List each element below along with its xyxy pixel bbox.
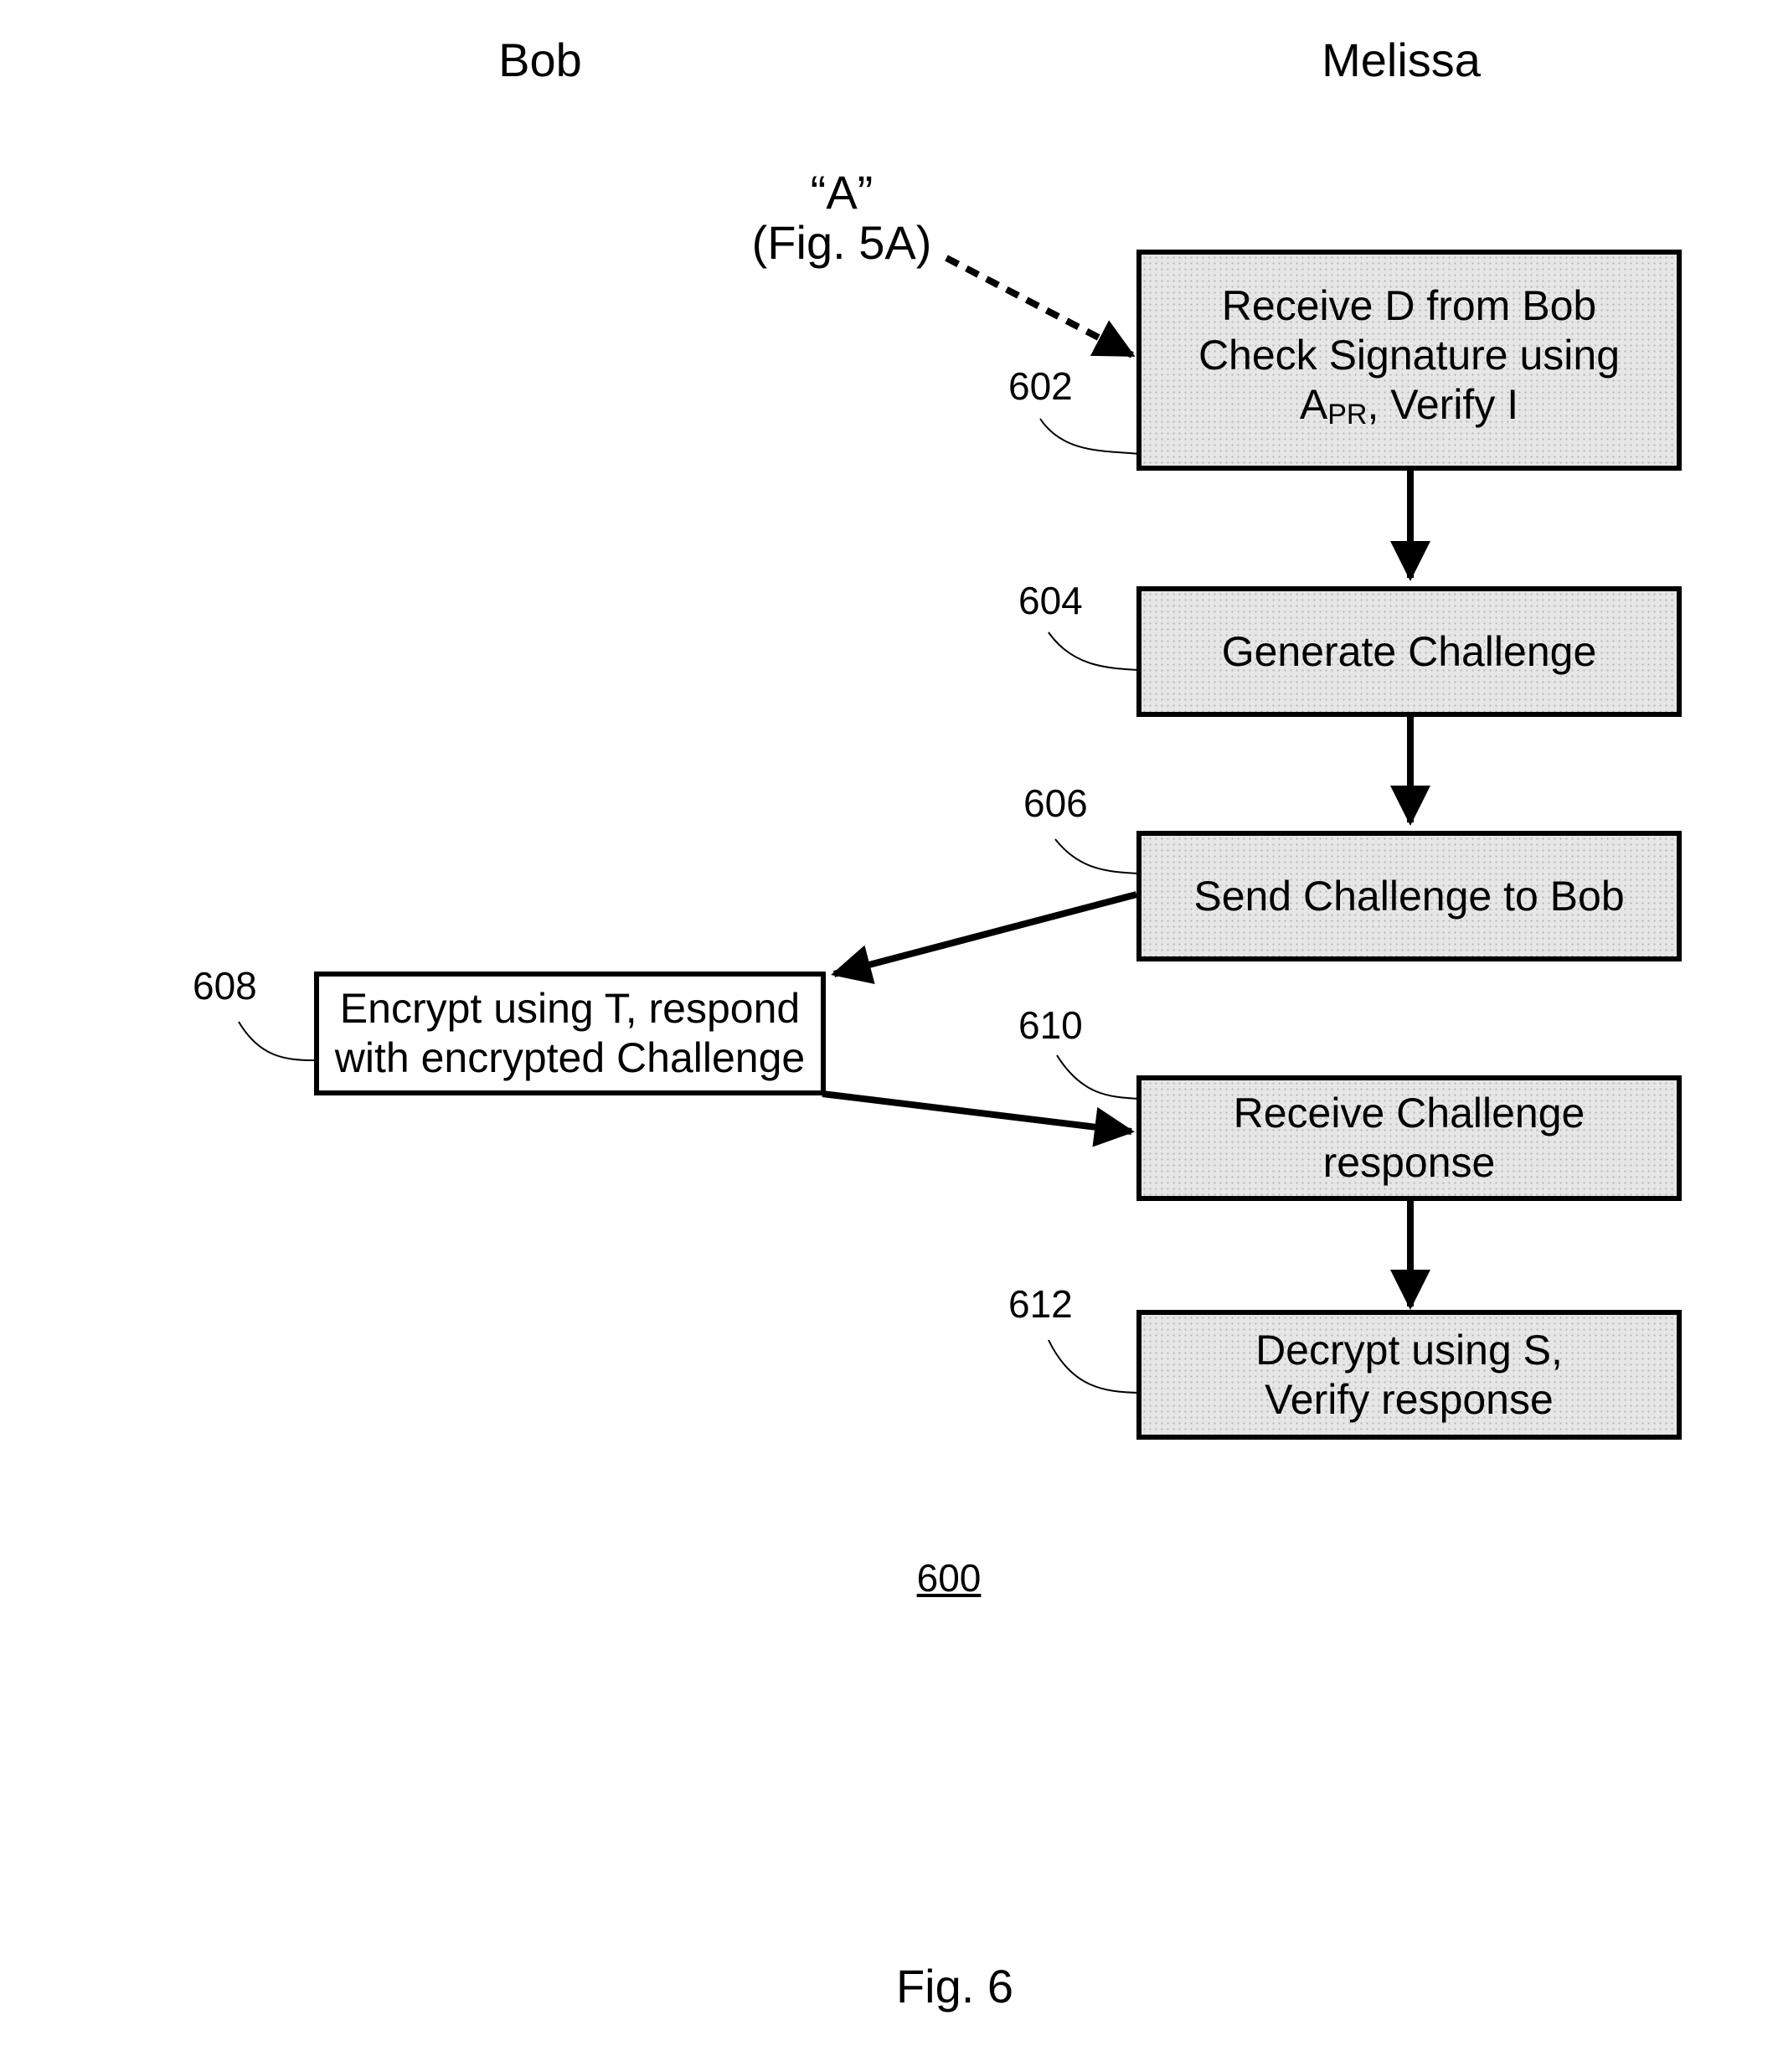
figure-caption: Fig. 6 bbox=[896, 1960, 1013, 2013]
step-602-line-3: APR, Verify I bbox=[1300, 380, 1518, 440]
step-606-box: Send Challenge to Bob bbox=[1136, 831, 1682, 961]
leader-line-606 bbox=[1055, 839, 1139, 874]
ref-606: 606 bbox=[1023, 781, 1088, 826]
step-602-variable: A bbox=[1300, 381, 1327, 428]
leader-line-610 bbox=[1057, 1055, 1139, 1099]
step-602-line-3-rest: , Verify I bbox=[1367, 381, 1518, 428]
arrow-608-to-610 bbox=[822, 1094, 1131, 1131]
step-610-box: Receive Challenge response bbox=[1136, 1075, 1682, 1201]
ref-610: 610 bbox=[1018, 1002, 1083, 1048]
leader-line-604 bbox=[1049, 632, 1139, 670]
step-608-line-2: with encrypted Challenge bbox=[335, 1033, 805, 1083]
entry-dashed-arrow bbox=[946, 258, 1132, 355]
step-602-variable-subscript: PR bbox=[1327, 399, 1367, 430]
step-602-box: Receive D from Bob Check Signature using… bbox=[1136, 250, 1682, 471]
step-604-box: Generate Challenge bbox=[1136, 586, 1682, 717]
step-602-line-2: Check Signature using bbox=[1198, 331, 1620, 380]
step-610-line-1: Receive Challenge bbox=[1234, 1089, 1585, 1138]
leader-line-612 bbox=[1049, 1340, 1139, 1393]
ref-602: 602 bbox=[1008, 363, 1073, 409]
ref-604: 604 bbox=[1018, 578, 1083, 623]
leader-line-602 bbox=[1040, 419, 1139, 454]
ref-612: 612 bbox=[1008, 1281, 1073, 1327]
step-604-text: Generate Challenge bbox=[1222, 627, 1597, 677]
leader-line-608 bbox=[239, 1022, 315, 1060]
ref-608: 608 bbox=[193, 963, 257, 1008]
step-612-line-2: Verify response bbox=[1265, 1375, 1554, 1425]
step-602-line-1: Receive D from Bob bbox=[1222, 281, 1596, 331]
arrow-606-to-608 bbox=[834, 894, 1136, 974]
step-608-box: Encrypt using T, respond with encrypted … bbox=[314, 972, 826, 1095]
step-610-line-2: response bbox=[1323, 1138, 1496, 1188]
step-608-line-1: Encrypt using T, respond bbox=[340, 984, 800, 1033]
step-612-box: Decrypt using S, Verify response bbox=[1136, 1310, 1682, 1440]
step-606-text: Send Challenge to Bob bbox=[1193, 872, 1624, 921]
figure-reference-number: 600 bbox=[917, 1555, 982, 1600]
step-612-line-1: Decrypt using S, bbox=[1255, 1326, 1563, 1375]
